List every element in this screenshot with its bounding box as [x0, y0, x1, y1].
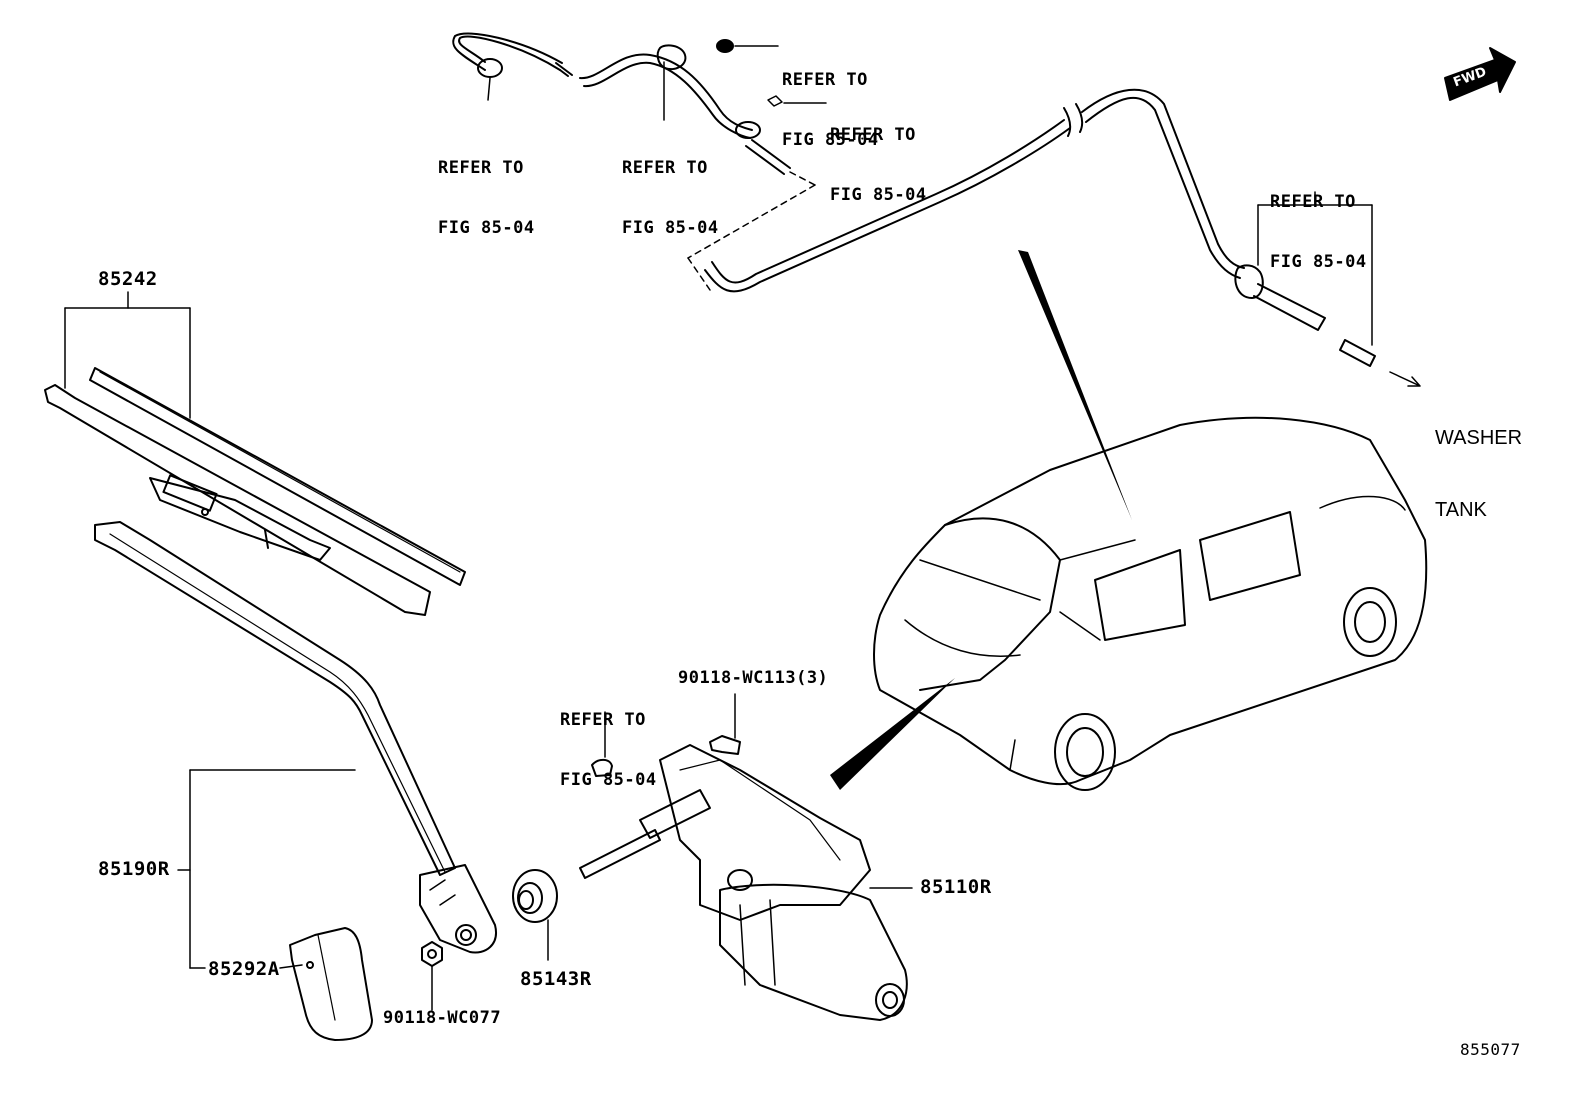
refer-label-5-line1: REFER TO [1270, 192, 1356, 212]
part-number-cap: 85292A [208, 958, 280, 980]
nut [421, 941, 443, 1011]
refer-label-3-line2: FIG 85-04 [782, 130, 879, 150]
refer-label-1: REFER TO FIG 85-04 [438, 118, 535, 278]
refer-label-4-line2: FIG 85-04 [830, 185, 927, 205]
part-number-bolt: 90118-WC113(3) [678, 668, 829, 688]
refer-label-4-line1: REFER TO [830, 125, 916, 145]
part-number-blade: 85242 [98, 268, 158, 290]
washer-tank-line1: WASHER [1435, 427, 1523, 449]
refer-label-3: REFER TO FIG 85-04 [782, 30, 879, 190]
car-body [873, 416, 1428, 791]
refer-label-4: REFER TO FIG 85-04 [830, 85, 927, 245]
part-number-nut: 90118-WC077 [383, 1008, 502, 1028]
refer-label-2-line2: FIG 85-04 [622, 218, 719, 238]
refer-label-6-line1: REFER TO [560, 710, 646, 730]
location-pointers [830, 250, 1132, 790]
part-number-motor: 85110R [920, 876, 992, 898]
leader-lines [663, 45, 1373, 346]
washer-tank-label: WASHER TANK [1435, 378, 1522, 570]
refer-label-5: REFER TO FIG 85-04 [1270, 152, 1367, 312]
washer-hose-long [704, 88, 1421, 387]
refer-label-6: REFER TO FIG 85-04 [560, 670, 657, 830]
part-number-grommet: 85143R [520, 968, 592, 990]
bolt [709, 693, 741, 755]
refer-label-2-line1: REFER TO [622, 158, 708, 178]
part-number-arm: 85190R [98, 858, 170, 880]
refer-label-3-line1: REFER TO [782, 70, 868, 90]
arm-cap [289, 927, 373, 1041]
refer-label-6-line2: FIG 85-04 [560, 770, 657, 790]
refer-label-1-line2: FIG 85-04 [438, 218, 535, 238]
refer-label-2: REFER TO FIG 85-04 [622, 118, 719, 278]
wiper-blade [44, 291, 466, 616]
washer-tank-line2: TANK [1435, 499, 1487, 521]
wiper-arm [94, 521, 497, 954]
clip [591, 711, 613, 777]
refer-label-1-line1: REFER TO [438, 158, 524, 178]
refer-label-5-line2: FIG 85-04 [1270, 252, 1367, 272]
washer-hose-top [452, 32, 816, 291]
figure-number: 855077 [1460, 1040, 1521, 1059]
wiper-motor [579, 744, 913, 1021]
part-leaders [177, 769, 356, 969]
fwd-arrow-icon [1444, 47, 1516, 101]
grommet [512, 869, 558, 961]
